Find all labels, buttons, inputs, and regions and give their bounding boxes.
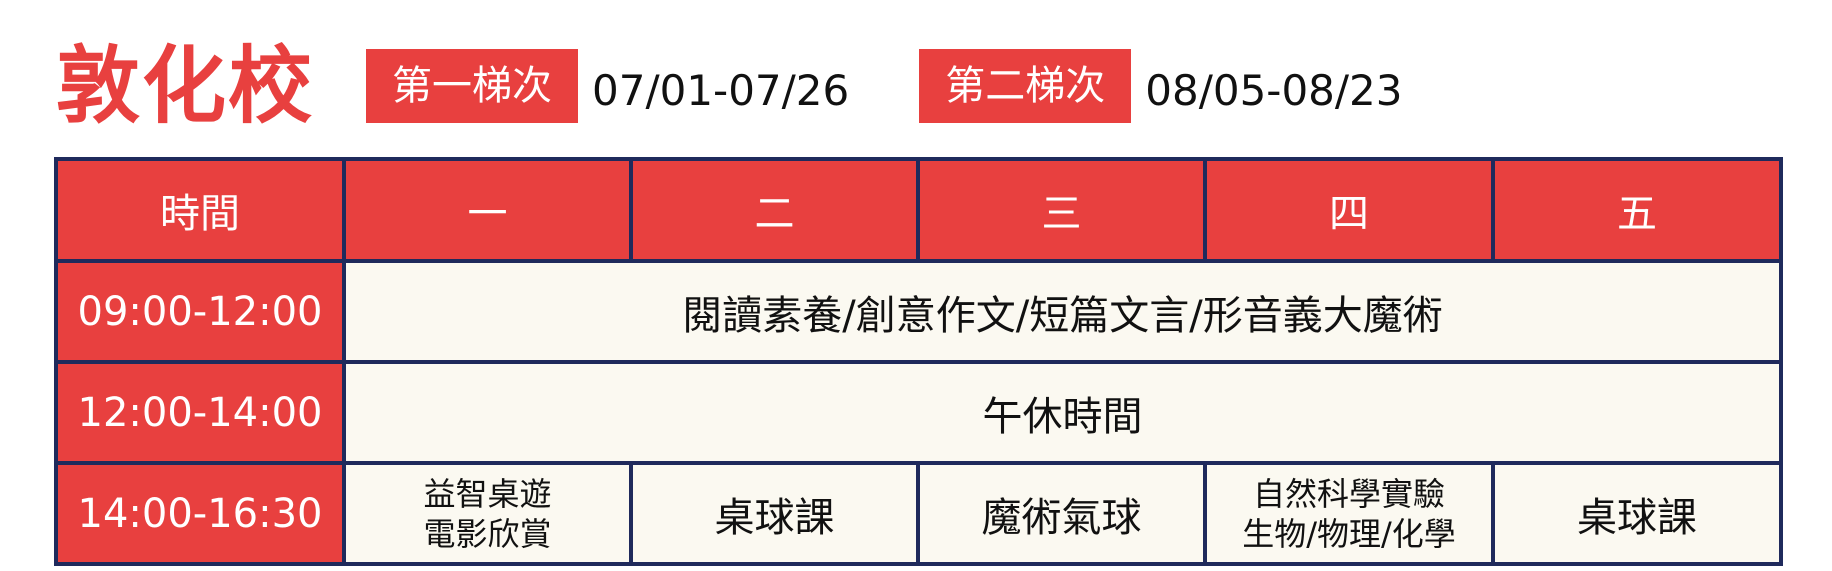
time-slot-noon: 12:00-14:00	[54, 360, 346, 465]
batch-1-dates: 07/01-07/26	[592, 65, 850, 115]
table-row: 14:00-16:30 益智桌遊 電影欣賞 桌球課 魔術氣球 自然科學實驗 生物…	[54, 461, 1783, 566]
morning-courses: 閱讀素養/創意作文/短篇文言/形音義大魔術	[342, 259, 1783, 364]
header-thursday: 四	[1203, 157, 1495, 263]
batch-1-label: 第一梯次	[366, 49, 579, 123]
time-slot-morning: 09:00-12:00	[54, 259, 346, 364]
time-slot-afternoon: 14:00-16:30	[54, 461, 346, 566]
header-tuesday: 二	[629, 157, 920, 263]
afternoon-friday: 桌球課	[1491, 461, 1783, 566]
batch-2-dates: 08/05-08/23	[1145, 65, 1403, 115]
page-header: 敦化校 第一梯次 07/01-07/26 第二梯次 08/05-08/23	[56, 38, 1756, 134]
header-row: 時間 一 二 三 四 五	[54, 157, 1783, 263]
header-time: 時間	[54, 157, 346, 263]
course-line: 自然科學實驗	[1252, 474, 1445, 513]
header-friday: 五	[1491, 157, 1783, 263]
timetable: 時間 一 二 三 四 五 09:00-12:00 閱讀素養/創意作文/短篇文言/…	[54, 157, 1783, 566]
school-title: 敦化校	[56, 36, 315, 135]
afternoon-tuesday: 桌球課	[629, 461, 920, 566]
course-line: 益智桌遊	[423, 474, 552, 513]
header-wednesday: 三	[916, 157, 1207, 263]
header-monday: 一	[342, 157, 633, 263]
lunch-break: 午休時間	[342, 360, 1783, 465]
course-line: 生物/物理/化學	[1242, 514, 1456, 553]
afternoon-wednesday: 魔術氣球	[916, 461, 1207, 566]
afternoon-monday: 益智桌遊 電影欣賞	[342, 461, 633, 566]
batch-2-label: 第二梯次	[919, 49, 1132, 123]
table-row: 09:00-12:00 閱讀素養/創意作文/短篇文言/形音義大魔術	[54, 259, 1783, 364]
table-row: 12:00-14:00 午休時間	[54, 360, 1783, 465]
course-line: 電影欣賞	[423, 514, 552, 553]
afternoon-thursday: 自然科學實驗 生物/物理/化學	[1203, 461, 1495, 566]
